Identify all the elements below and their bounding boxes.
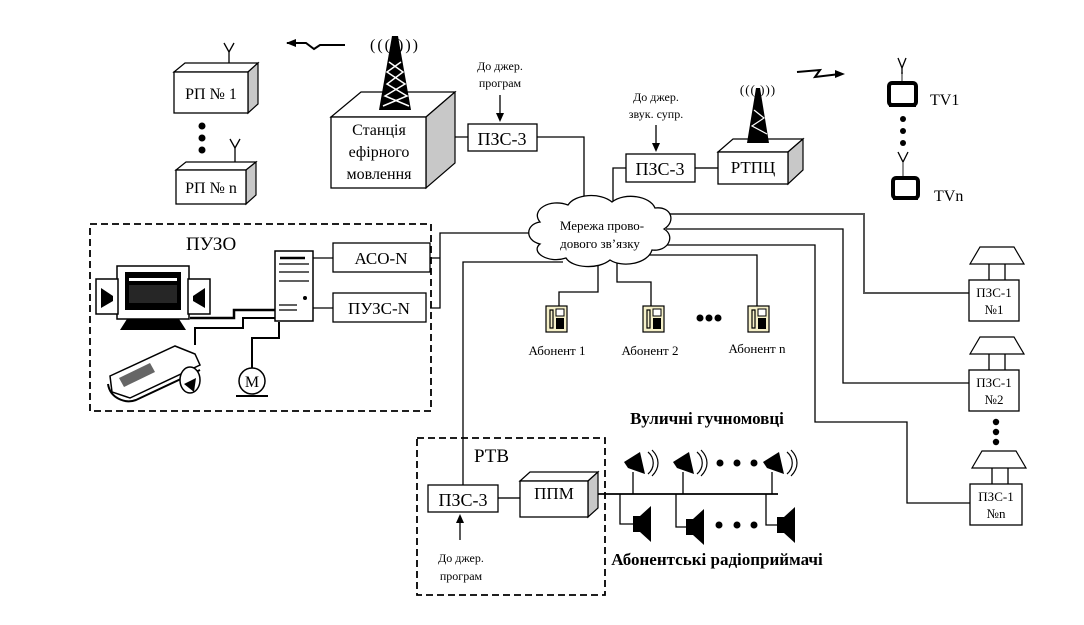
cloud-label-1: Мережа прово- [560,218,644,233]
radio-receivers-label: Абонентські радіоприймачі [611,550,823,569]
keyboard-icon [107,345,201,403]
radio-receiver-1 [619,494,651,542]
wired-network-cloud: Мережа прово- дового зв’язку [528,194,672,268]
radio-receiver-2 [675,494,704,545]
svg-text:ПЗС-3: ПЗС-3 [477,129,526,149]
pzs3-rtpc: ПЗС-3 [625,153,696,183]
svg-text:ПЗС-1: ПЗС-1 [976,285,1011,300]
aco-n-box: АСО-N [332,242,431,273]
svg-text:ПЗС-3: ПЗС-3 [438,490,487,510]
computer-monitor-icon [116,265,190,330]
broadcast-station: Станція ефірного мовлення [329,90,457,190]
modem-label: М [245,374,259,391]
rp-n-label: РП № n [185,180,237,197]
rtpc-station: РТПЦ [716,137,805,186]
mouse-icon [179,366,201,394]
pzs1-dots [992,418,1000,446]
cloud-label-2: дового зв’язку [560,236,640,251]
pzs1-box-n: ПЗС-1 №n [969,450,1028,526]
radio-receiver-n [765,494,795,543]
street-speaker-2 [673,449,708,494]
radio-receiver-dots [715,521,758,529]
svg-text:АСО-N: АСО-N [355,249,408,268]
street-speaker-n [763,449,798,494]
svg-text:програм: програм [440,569,483,583]
to-programs-note-top: До джер. програм [477,59,523,122]
station-label-3: мовлення [346,166,412,183]
rtpc-tower-icon: ((( ))) [740,82,776,143]
ppm-amplifier: ППМ [518,470,600,519]
svg-text:ПУЗС-N: ПУЗС-N [348,299,410,318]
pzs3-rtv: ПЗС-3 [427,484,499,513]
tv1: TV1 [887,57,959,109]
station-label-2: ефірного [349,144,410,161]
street-speaker-dots [716,459,758,467]
svg-text:До джер.: До джер. [477,59,523,73]
tv1-label: TV1 [930,92,959,109]
svg-text:До джер.: До джер. [633,90,679,104]
subscriber-n-label: Абонент n [729,341,786,356]
subscriber-2-label: Абонент 2 [622,343,679,358]
puzs-n-box: ПУЗС-N [332,292,427,323]
speaker-right-icon [187,278,211,315]
wireless-signal-tv-icon [796,68,845,79]
wireless-signal-icon [286,39,345,51]
modem-icon: М [236,367,268,397]
rtv-label: РТВ [474,446,509,467]
puzo-group: ПУЗО [89,223,432,412]
tvn-label: TVn [934,188,963,205]
svg-text:РТПЦ: РТПЦ [731,158,776,177]
svg-text:№1: №1 [985,302,1004,317]
subscriber-n: Абонент n [729,305,786,356]
pzs1-box-1: ПЗС-1 №1 [968,246,1026,322]
rp-dots [198,122,206,154]
tower-icon: ((( ))) [370,36,420,110]
pc-tower-icon [274,250,314,322]
connection-lines [190,136,970,504]
svg-text:№2: №2 [985,392,1004,407]
svg-text:ПЗС-1: ПЗС-1 [976,375,1011,390]
svg-text:ПЗС-3: ПЗС-3 [635,159,684,179]
to-sound-note: До джер. звук. супр. [629,90,683,152]
subscriber-dots [696,314,722,322]
to-programs-note-rtv: До джер. програм [438,514,484,583]
tv-dots [900,116,906,146]
svg-text:((( ))): ((( ))) [740,82,776,97]
svg-text:№n: №n [987,506,1006,521]
svg-text:До джер.: До джер. [438,551,484,565]
rp-1-label: РП № 1 [185,86,237,103]
rp-1-receiver: РП № 1 [172,42,260,115]
pzs1-box-2: ПЗС-1 №2 [968,336,1026,412]
subscriber-1-label: Абонент 1 [529,343,586,358]
svg-text:ПЗС-1: ПЗС-1 [978,489,1013,504]
subscriber-2: Абонент 2 [622,305,679,358]
station-label-1: Станція [352,122,406,139]
subscriber-1: Абонент 1 [529,305,586,358]
puzo-label: ПУЗО [186,234,236,255]
pzs3-top: ПЗС-3 [467,123,538,152]
svg-text:програм: програм [479,76,522,90]
speaker-left-icon [95,278,119,315]
rp-n-receiver: РП № n [174,138,258,206]
tvn: TVn [891,151,963,205]
street-speakers-label: Вуличні гучномовці [630,409,784,428]
svg-text:звук. супр.: звук. супр. [629,107,683,121]
street-speaker-1 [624,449,659,494]
rtv-group: РТВ [416,437,606,596]
svg-text:ППМ: ППМ [534,484,574,503]
svg-text:((( ))): ((( ))) [370,37,420,54]
